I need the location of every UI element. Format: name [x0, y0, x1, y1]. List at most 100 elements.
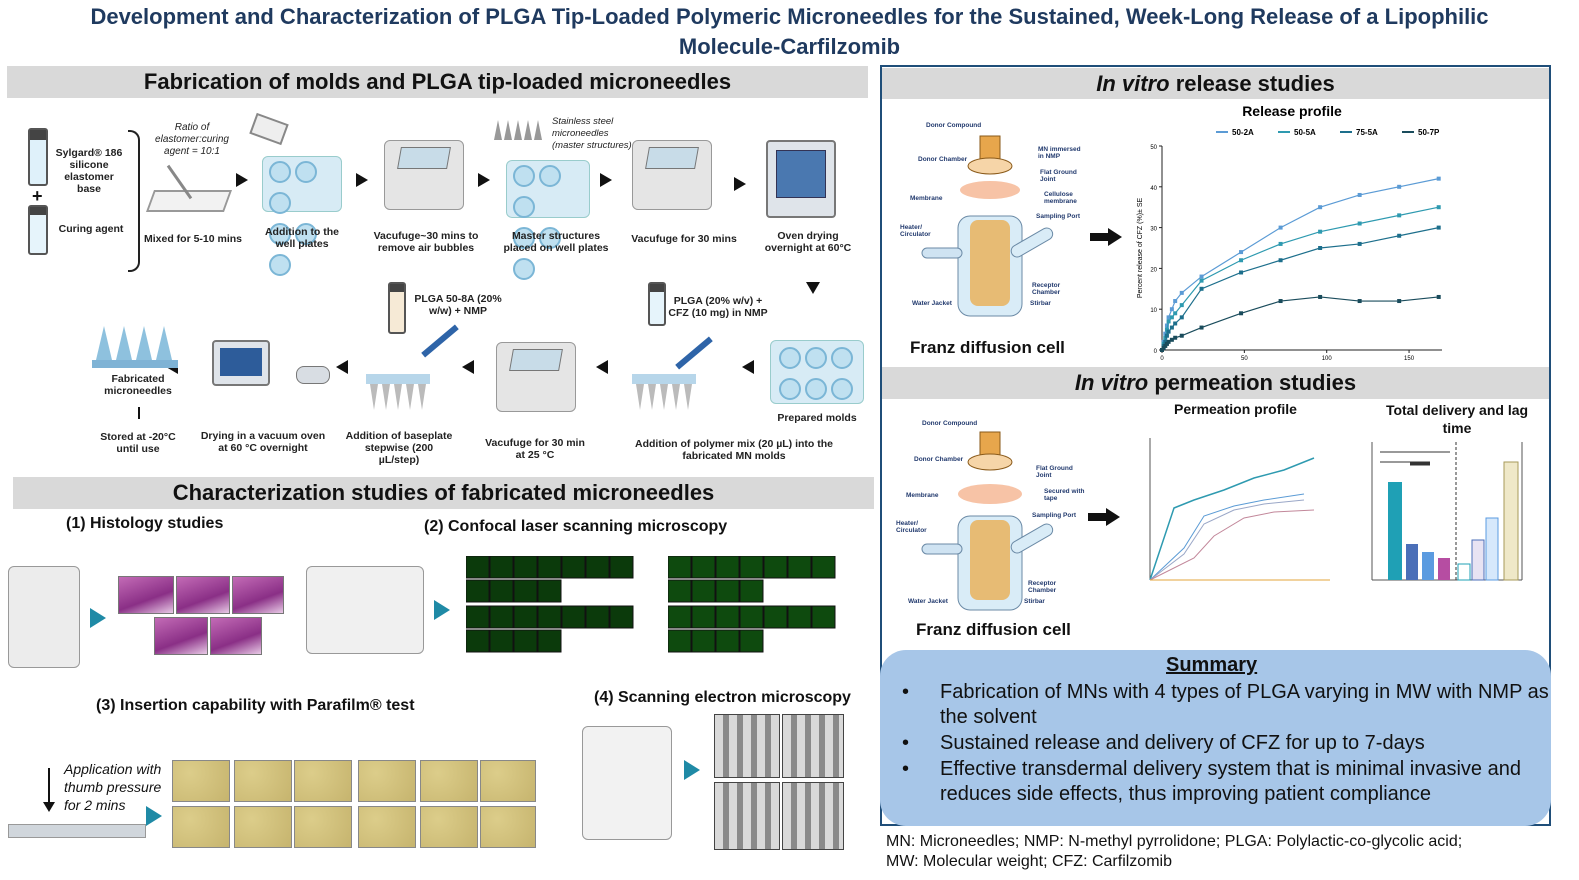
confocal-grid-1 [465, 555, 640, 654]
curing-label: Curing agent [58, 223, 124, 235]
legend-label-75-5A: 75-5A [1356, 128, 1378, 137]
mixed-label: Mixed for 5-10 mins [143, 233, 243, 245]
page-title: Development and Characterization of PLGA… [0, 2, 1579, 62]
release-banner-rest: release studies [1169, 71, 1335, 96]
summary-bullet-3: • [902, 758, 910, 780]
arrow-1 [236, 173, 248, 187]
point-50-7P-3 [1164, 341, 1169, 346]
permeation-profile-heading: Permeation profile [1174, 401, 1297, 417]
y-axis-label: Percent release of CFZ (%)± SE [1137, 198, 1144, 299]
permeation-banner-italic: In vitro [1074, 370, 1149, 395]
point-50-5A-72 [1278, 241, 1283, 246]
franz-label-2: Franz diffusion cell [916, 620, 1071, 639]
microtome-icon [8, 566, 80, 668]
flat-ground-label-2: Flat Ground Joint [1036, 465, 1073, 479]
addition-wells-label: Addition to the well plates [264, 226, 340, 250]
point-75-5A-48 [1239, 270, 1244, 275]
franz-cell-2 [904, 416, 1074, 620]
plus-sign: + [32, 186, 43, 206]
donor-chamber-label-2: Donor Chamber [914, 456, 964, 463]
point-75-5A-144 [1397, 233, 1402, 238]
histology-image-1 [118, 576, 174, 614]
y-tick-label-10: 10 [1150, 308, 1157, 314]
sem-instrument-icon [582, 726, 672, 840]
franz-cell-1 [904, 118, 1074, 338]
y-tick-label-0: 0 [1154, 349, 1158, 355]
summary-item-3-text: Effective transdermal delivery system th… [940, 758, 1521, 805]
point-50-5A-4 [1166, 319, 1171, 324]
point-50-7P-120 [1357, 299, 1362, 304]
point-75-5A-4 [1166, 329, 1171, 334]
footnote-line-1: MN: Microneedles; NMP: N-methyl pyrrolid… [886, 833, 1463, 850]
mn-immersed-label: MN immersed in NMP [1038, 146, 1081, 160]
arrow-8 [462, 360, 474, 374]
thumb-arrow-head [43, 802, 55, 812]
donor-compound-label-1: Donor Compound [926, 122, 982, 129]
characterization-banner: Characterization studies of fabricated m… [13, 477, 874, 509]
point-75-5A-8 [1173, 321, 1178, 326]
summary-item-3: • Effective transdermal delivery system … [882, 757, 1549, 809]
arrow-4 [600, 173, 612, 187]
plga-508a-label: PLGA 50-8A (20% w/w) + NMP [414, 293, 502, 317]
sylgard-vial [28, 128, 48, 186]
histology-image-2 [176, 576, 230, 614]
y-tick-label-20: 20 [1150, 267, 1157, 273]
confocal-heading: (2) Confocal laser scanning microscopy [424, 518, 728, 535]
point-75-5A-72 [1278, 258, 1283, 263]
vacuum-label: Drying in a vacuum oven at 60 °C overnig… [200, 430, 326, 454]
point-50-2A-12 [1179, 290, 1184, 295]
point-75-5A-3 [1164, 333, 1169, 338]
point-50-2A-144 [1397, 184, 1402, 189]
plga-cfz-label: PLGA (20% w/v) + CFZ (10 mg) in NMP [668, 295, 768, 319]
point-50-5A-6 [1169, 315, 1174, 320]
arrow-down-2 [138, 407, 140, 419]
point-50-7P-6 [1169, 337, 1174, 342]
arrow-7 [596, 360, 608, 374]
membrane-label-2: Membrane [906, 492, 939, 499]
thumb-arrow [48, 768, 50, 806]
vacufuge-2 [632, 140, 712, 210]
donor-compound-label-2: Donor Compound [922, 420, 978, 427]
title-line-1: Development and Characterization of PLGA… [90, 4, 1489, 29]
receptor-label-2: Receptor Chamber [1028, 580, 1057, 594]
permeation-banner-rest: permeation studies [1148, 370, 1357, 395]
arrow-9 [336, 360, 348, 374]
point-75-5A-2 [1163, 339, 1168, 344]
confocal-arrow [434, 600, 450, 620]
parafilm-image-12 [480, 806, 536, 848]
sem-image-4 [782, 782, 844, 850]
summary-heading: Summary [1166, 654, 1258, 676]
point-50-7P-144 [1397, 299, 1402, 304]
y-tick-label-30: 30 [1150, 227, 1157, 233]
plga-vial [388, 282, 406, 334]
point-75-5A-120 [1357, 241, 1362, 246]
point-50-7P-72 [1278, 299, 1283, 304]
flat-ground-label-1: Flat Ground Joint [1040, 169, 1077, 183]
point-50-2A-72 [1278, 225, 1283, 230]
sem-image-3 [714, 782, 780, 850]
point-50-2A-120 [1357, 192, 1362, 197]
vacuum-oven-icon [212, 340, 270, 386]
well-plate-1 [262, 156, 342, 276]
parafilm-image-11 [420, 806, 478, 848]
confocal-microscope-icon [306, 566, 424, 654]
point-75-5A-24 [1199, 286, 1204, 291]
x-tick-label-0: 0 [1160, 356, 1164, 362]
insertion-heading: (3) Insertion capability with Parafilm® … [96, 697, 415, 714]
vacuum-pump-icon [296, 366, 330, 384]
cfz-vial [648, 282, 666, 326]
point-50-5A-144 [1397, 213, 1402, 218]
parafilm-image-2 [234, 760, 292, 802]
heater-label-1: Heater/ Circulator [900, 224, 931, 238]
point-50-2A-24 [1199, 274, 1204, 279]
parafilm-image-4 [358, 760, 416, 802]
steel-needles-icon [492, 118, 548, 140]
point-50-7P-1 [1161, 345, 1166, 350]
histology-arrow [90, 608, 106, 628]
permeation-chart-thumbnail [1124, 428, 1334, 598]
point-75-5A-12 [1179, 315, 1184, 320]
title-line-2: Molecule-Carfilzomib [678, 34, 901, 59]
point-75-5A-168 [1436, 225, 1441, 230]
arrow-3 [478, 173, 490, 187]
